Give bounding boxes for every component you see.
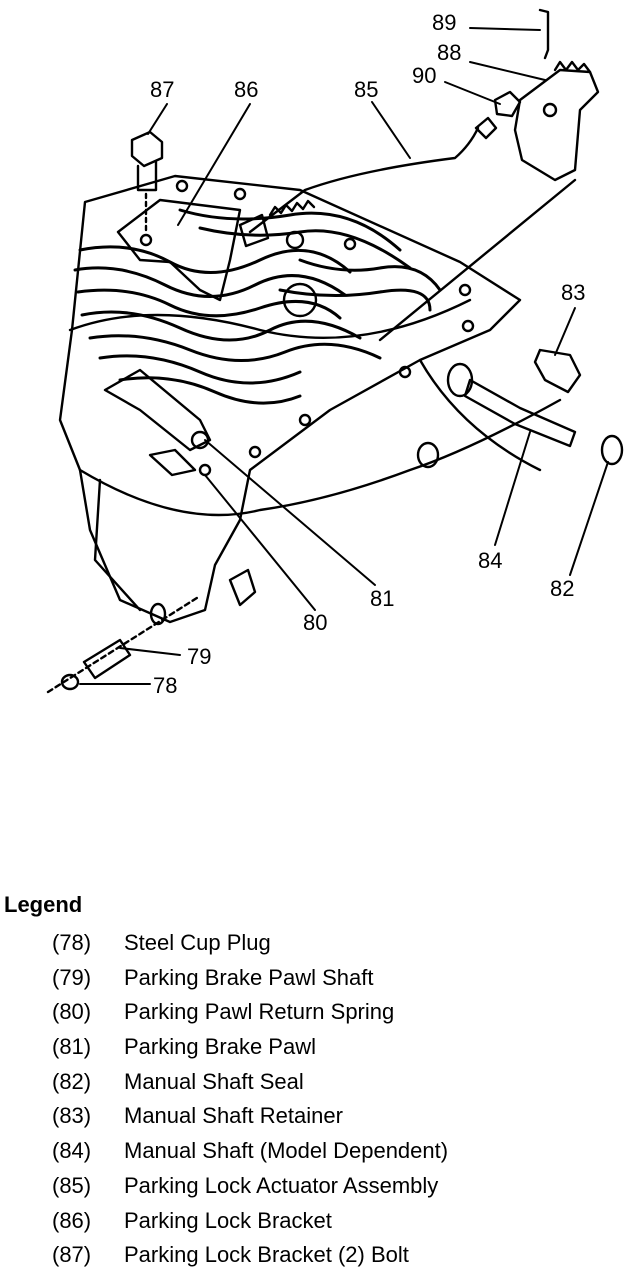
pawl-return-spring [148,448,197,477]
callout-87: 87 [150,77,174,102]
steel-cup-plug [60,673,80,691]
case-lower-edge [93,478,142,612]
case-flange-line [78,398,562,517]
legend-item-label: Parking Pawl Return Spring [124,999,395,1025]
callout-85: 85 [354,77,378,102]
valve-body-edge [68,298,472,339]
legend-item-label: Manual Shaft Seal [124,1068,304,1094]
actuator-end [474,116,498,140]
detent-lever-hole [542,102,558,118]
leader-lines [79,27,609,685]
legend-item-number: (80) [52,999,92,1025]
legend-item-label: Parking Lock Bracket [124,1207,332,1233]
legend-item-number: (84) [52,1138,92,1164]
detent-spring-clip [538,8,550,60]
actuator-rod [248,126,480,234]
valve-body-bolts [175,179,475,459]
bracket-bolt-hole [139,233,153,247]
detent-nut [493,90,522,118]
parking-lock-bracket [116,198,242,302]
legend-item-label: Parking Lock Bracket (2) Bolt [124,1242,409,1268]
legend-item-label: Manual Shaft (Model Dependent) [124,1138,449,1164]
callout-84: 84 [478,548,502,573]
exploded-parts-diagram: 89 88 90 87 86 85 83 84 82 81 80 79 78 [46,8,624,698]
bracket-bolt-head [130,130,164,168]
legend-item: (86) Parking Lock Bracket [52,1204,448,1239]
callout-90: 90 [412,63,436,88]
spring-end [198,463,212,477]
pawl-shaft-axis [46,594,202,694]
valve-body-channels [73,208,442,405]
legend-item-number: (81) [52,1034,92,1060]
callout-88: 88 [437,40,461,65]
legend-item-label: Parking Brake Pawl Shaft [124,964,374,990]
actuator-guide [238,213,270,248]
legend-item: (81) Parking Brake Pawl [52,1030,448,1065]
callout-80: 80 [303,610,327,635]
callout-89: 89 [432,10,456,35]
detent-teeth [553,60,592,74]
case-bolt [416,441,440,469]
legend-item-number: (86) [52,1207,92,1233]
legend-item: (84) Manual Shaft (Model Dependent) [52,1134,448,1169]
legend-item-number: (87) [52,1242,92,1268]
callout-86: 86 [234,77,258,102]
legend-item-number: (83) [52,1103,92,1129]
bracket-bolt-shank [136,160,158,192]
pawl-pivot [190,430,210,450]
callout-79: 79 [187,644,211,669]
legend-item-label: Manual Shaft Retainer [124,1103,343,1129]
legend-item-number: (85) [52,1172,92,1198]
manual-shaft-retainer [533,348,582,394]
legend-item: (85) Parking Lock Actuator Assembly [52,1169,448,1204]
callout-82: 82 [550,576,574,601]
callout-78: 78 [153,673,177,698]
legend-item: (83) Manual Shaft Retainer [52,1099,448,1134]
callout-83: 83 [561,280,585,305]
legend-item: (78) Steel Cup Plug [52,926,448,961]
parking-brake-pawl-shaft [82,638,132,680]
lever-axis-line [378,178,577,342]
manual-shaft [463,378,577,448]
shaft-bore [446,362,474,398]
callout-81: 81 [370,586,394,611]
detent-lever [513,68,600,182]
case-side-bracket [228,568,257,607]
legend-item-label: Parking Lock Actuator Assembly [124,1172,439,1198]
legend-item-label: Parking Brake Pawl [124,1034,316,1060]
legend-item-number: (79) [52,964,92,990]
actuator-spring [268,199,316,217]
legend-list: (78) Steel Cup Plug (79) Parking Brake Paw… [52,926,448,1273]
legend-item-number: (78) [52,930,92,955]
legend-item: (79) Parking Brake Pawl Shaft [52,961,448,996]
legend-item: (82) Manual Shaft Seal [52,1065,448,1100]
parking-brake-pawl [103,368,212,452]
pawl-shaft-bore [149,602,167,626]
manual-shaft-seal [600,434,624,466]
legend-item: (80) Parking Pawl Return Spring [52,995,448,1030]
legend-title: Legend [4,892,83,917]
legend-item: (87) Parking Lock Bracket (2) Bolt [52,1238,448,1273]
legend-item-number: (82) [52,1068,92,1094]
callout-labels: 89 88 90 87 86 85 83 84 82 81 80 79 78 [150,10,585,698]
legend-item-label: Steel Cup Plug [124,930,271,955]
